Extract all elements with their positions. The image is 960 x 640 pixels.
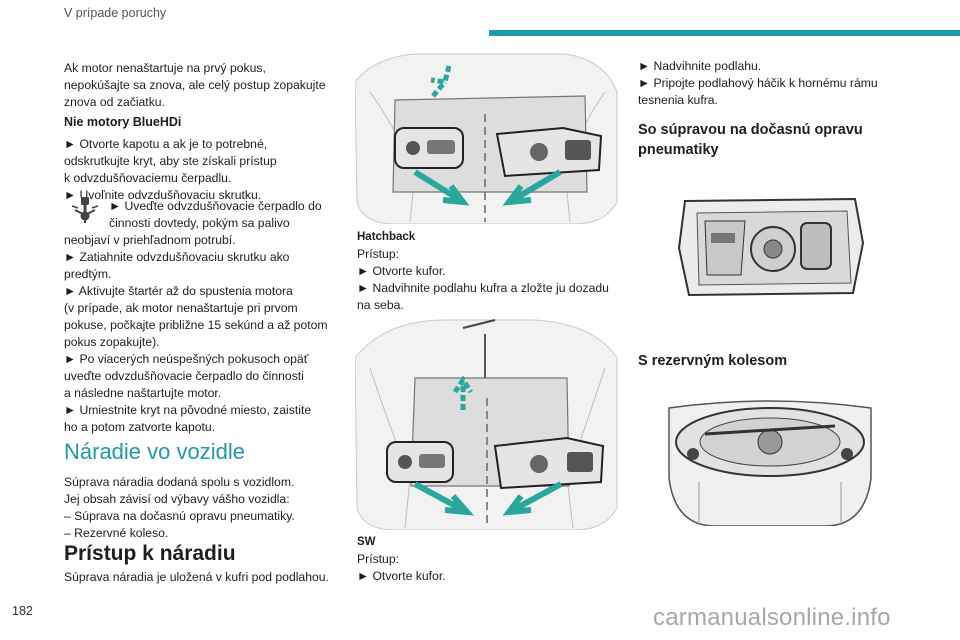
bleed-steps-part2: neobjaví v priehľadnom potrubí. ► Zatiah… (64, 233, 328, 434)
access-heading: Prístup k náradiu (64, 542, 236, 565)
tools-paragraph: Súprava náradia dodaná spolu s vozidlom.… (64, 475, 295, 540)
spare-wheel-illustration (665, 398, 875, 526)
repair-kit-illustration (675, 193, 867, 301)
bleed-steps-part1: ► Otvorte kapotu a ak je to potrebné, od… (64, 137, 277, 202)
pump-step-line1: ► Uveďte odvzdušňovacie čerpadlo do (109, 199, 322, 213)
spare-wheel-heading: S rezervným kolesom (638, 353, 788, 369)
fuel-pump-icon (69, 196, 101, 224)
hatchback-label: Hatchback (357, 231, 416, 243)
access-paragraph: Súprava náradia je uložená v kufri pod p… (64, 570, 329, 584)
watermark: carmanualsonline.info (653, 604, 891, 631)
hatchback-steps: Prístup: ► Otvorte kufor. ► Nadvihnite p… (357, 247, 609, 312)
hatchback-trunk-illustration (355, 52, 619, 224)
sw-label: SW (357, 536, 376, 548)
page-number: 182 (12, 604, 33, 618)
tools-heading: Náradie vo vozidle (64, 439, 245, 464)
running-header: V prípade poruchy (64, 6, 167, 20)
pump-step-line2: činnosti dovtedy, pokým sa palivo (109, 216, 290, 230)
repair-kit-heading: So súpravou na dočasnú opravu pneumatiky (638, 122, 863, 158)
floor-steps: ► Nadvihnite podlahu. ► Pripojte podlaho… (638, 59, 878, 107)
intro-paragraph: Ak motor nenaštartuje na prvý pokus, nep… (64, 61, 326, 109)
bluehdi-heading: Nie motory BlueHDi (64, 115, 182, 129)
header-accent-bar (489, 30, 960, 36)
sw-trunk-illustration (355, 318, 619, 530)
sw-steps: Prístup: ► Otvorte kufor. (357, 552, 446, 583)
